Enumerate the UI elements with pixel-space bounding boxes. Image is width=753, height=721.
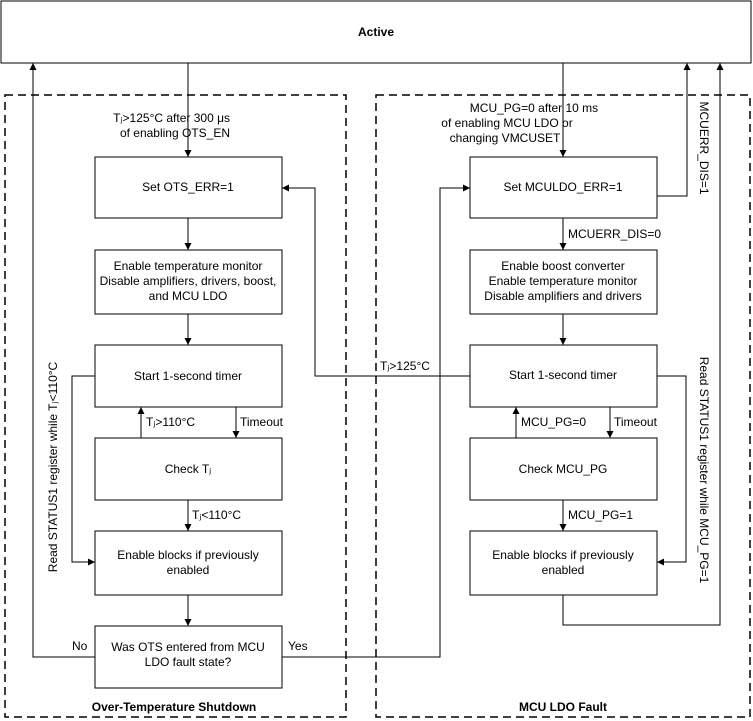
arrow-ots-read-status xyxy=(71,375,95,566)
ots-lt110-label: Tⱼ<110°C xyxy=(192,508,241,522)
mcu-enable-blocks-line1: Enable blocks if previously xyxy=(492,548,633,562)
mcu-entry-line3: changing VMCUSET xyxy=(450,131,561,145)
ots-timeout-label: Timeout xyxy=(240,415,284,429)
ots-gt110-label: Tⱼ>110°C xyxy=(146,415,195,429)
ots-region-title: Over-Temperature Shutdown xyxy=(92,700,256,714)
mcu-enable-box xyxy=(469,249,658,315)
ots-read-status-label: Read STATUS1 register while Tⱼ<110°C xyxy=(46,361,60,572)
ots-enable-blocks-box xyxy=(94,530,283,596)
ots-timer-box xyxy=(94,344,283,408)
ots-timer-label: Start 1-second timer xyxy=(134,369,242,383)
mcu-enable-blocks-box xyxy=(469,530,658,596)
ots-entry-line2: of enabling OTS_EN xyxy=(120,126,230,140)
ots-enable-blocks-line2: enabled xyxy=(167,563,210,577)
ots-enable-line2: Disable amplifiers, drivers, boost, xyxy=(100,274,277,288)
active-state-box xyxy=(0,0,752,64)
mcu-timer-box xyxy=(469,344,658,408)
ots-enable-line3: and MCU LDO xyxy=(149,289,228,303)
ots-no-label: No xyxy=(72,639,88,653)
arrow-ots-no xyxy=(29,63,95,658)
mcu-tj125-label: Tⱼ>125°C xyxy=(380,359,430,373)
ots-enable-line1: Enable temperature monitor xyxy=(114,259,263,273)
mcu-read-status-label: Read STATUS1 register while MCU_PG=1 xyxy=(697,357,711,584)
arrow-mcuerr-dis1 xyxy=(657,63,691,197)
check-tj-label: Check Tⱼ xyxy=(165,462,212,476)
active-state-label: Active xyxy=(358,25,394,39)
ots-question-box xyxy=(94,625,283,689)
mcu-ldo-region-title: MCU LDO Fault xyxy=(519,700,607,714)
mcu-enable-line1: Enable boost converter xyxy=(501,259,624,273)
check-mcu-pg-box xyxy=(469,437,658,501)
ots-entry-line1: Tⱼ>125°C after 300 μs xyxy=(113,111,230,125)
ots-question-line1: Was OTS entered from MCU xyxy=(111,640,265,654)
mcu-pg1-label: MCU_PG=1 xyxy=(568,508,633,522)
mcu-enable-blocks-line2: enabled xyxy=(542,563,585,577)
mcuerr-dis1-label: MCUERR_DIS=1 xyxy=(697,101,711,194)
ots-enable-box xyxy=(94,249,283,315)
set-ots-err-label: Set OTS_ERR=1 xyxy=(142,180,234,194)
check-tj-box xyxy=(94,437,283,501)
arrow-mcu-blocks-to-active xyxy=(562,63,724,626)
ots-region xyxy=(4,94,347,718)
mcu-pg0-label: MCU_PG=0 xyxy=(521,415,586,429)
check-mcu-pg-label: Check MCU_PG xyxy=(519,462,608,476)
arrow-ots-yes xyxy=(282,184,470,658)
mcu-enable-line2: Enable temperature monitor xyxy=(489,274,638,288)
ots-question-line2: LDO fault state? xyxy=(145,655,232,669)
mcu-entry-line2: of enabling MCU LDO or xyxy=(441,116,572,130)
arrow-mcu-tj125 xyxy=(282,184,470,377)
mcu-timeout-label: Timeout xyxy=(614,415,658,429)
set-mculdo-err-label: Set MCULDO_ERR=1 xyxy=(503,180,622,194)
mcuerr-dis0-label: MCUERR_DIS=0 xyxy=(568,227,661,241)
ots-enable-blocks-line1: Enable blocks if previously xyxy=(117,548,258,562)
ots-yes-label: Yes xyxy=(288,639,308,653)
mcu-timer-label: Start 1-second timer xyxy=(509,368,617,382)
mcu-enable-line3: Disable amplifiers and drivers xyxy=(484,289,641,303)
arrow-mcu-read-status xyxy=(657,375,687,566)
mcu-entry-line1: MCU_PG=0 after 10 ms xyxy=(470,101,598,115)
